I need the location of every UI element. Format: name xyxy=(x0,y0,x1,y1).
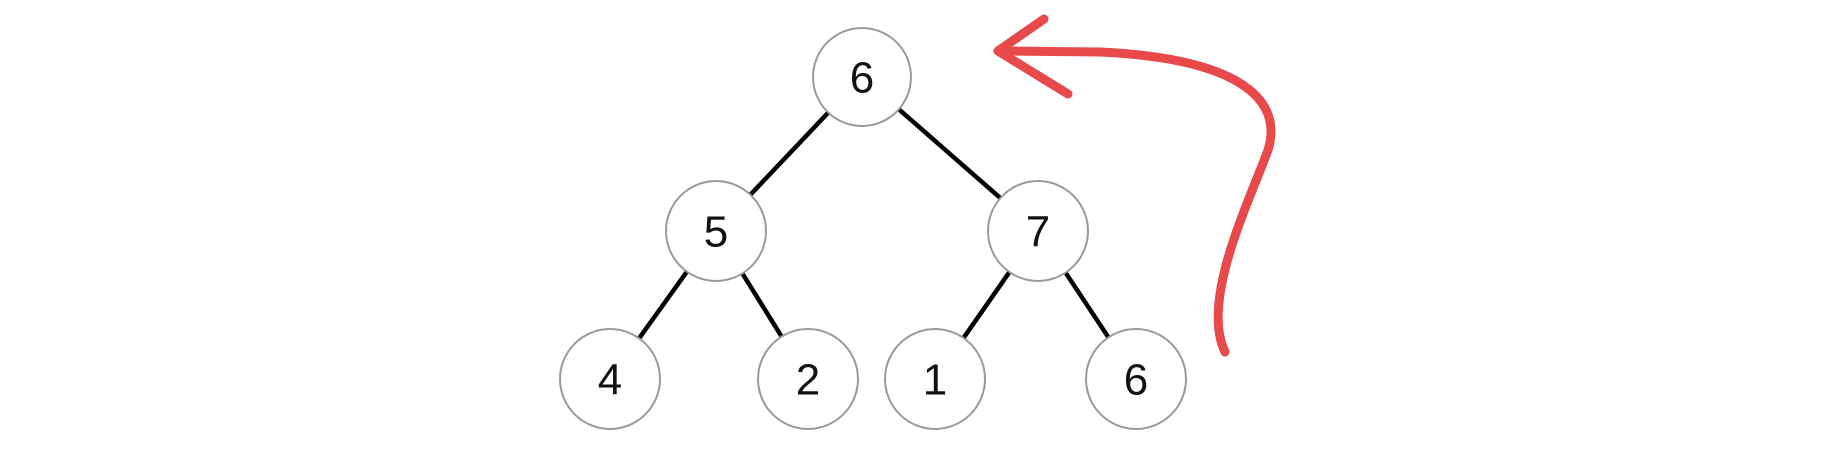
tree-node-root-6[interactable]: 6 xyxy=(812,27,912,127)
tree-edge-7-1 xyxy=(961,270,1012,340)
annotation-arrowhead-lower xyxy=(993,46,1073,99)
node-circle xyxy=(757,328,859,430)
node-circle xyxy=(812,27,912,127)
node-value-label: 7 xyxy=(1026,208,1050,257)
tree-node-leaf-6[interactable]: 6 xyxy=(1085,328,1187,430)
tree-edge-6-5 xyxy=(748,111,830,197)
node-value-label: 4 xyxy=(598,356,622,405)
node-value-label: 6 xyxy=(850,54,874,103)
tree-edges-layer xyxy=(637,107,1111,340)
tree-node-2[interactable]: 2 xyxy=(757,328,859,430)
node-value-label: 1 xyxy=(923,356,947,405)
tree-node-4[interactable]: 4 xyxy=(559,328,661,430)
node-circle xyxy=(884,328,986,430)
tree-node-5[interactable]: 5 xyxy=(665,180,767,282)
node-circle xyxy=(987,180,1089,282)
tree-node-1[interactable]: 1 xyxy=(884,328,986,430)
tree-nodes-layer: 6 5 7 4 2 1 6 xyxy=(559,27,1187,430)
node-circle xyxy=(1085,328,1187,430)
tree-edge-5-2 xyxy=(740,272,784,338)
tree-edge-7-6 xyxy=(1063,271,1111,339)
annotation-arrow-shaft xyxy=(993,46,1276,357)
node-circle xyxy=(559,328,661,430)
tree-edge-6-7 xyxy=(897,107,1002,200)
tree-node-7[interactable]: 7 xyxy=(987,180,1089,282)
node-value-label: 2 xyxy=(796,356,820,405)
node-value-label: 6 xyxy=(1124,356,1148,405)
tree-edge-5-4 xyxy=(637,270,689,340)
annotation-arrowhead-upper xyxy=(993,14,1049,56)
node-circle xyxy=(665,180,767,282)
node-value-label: 5 xyxy=(704,208,728,257)
annotation-arrow-layer xyxy=(993,14,1276,357)
